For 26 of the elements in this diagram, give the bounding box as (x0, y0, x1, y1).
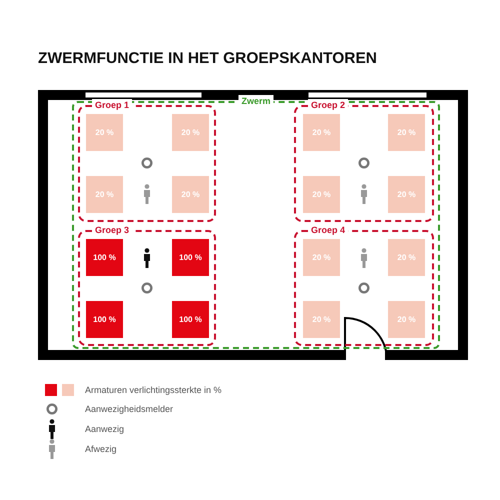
legend-label: Aanwezigheidsmelder (85, 403, 174, 415)
light-fixture: 100 % (86, 239, 123, 276)
light-fixture: 100 % (172, 239, 209, 276)
light-fixture: 20 % (86, 114, 123, 151)
light-fixture: 20 % (388, 301, 425, 338)
diagram-title: ZWERMFUNCTIE IN HET GROEPSKANTOREN (38, 50, 377, 68)
group-title: Groep 2 (308, 99, 348, 111)
light-fixture: 100 % (86, 301, 123, 338)
light-fixture: 20 % (172, 176, 209, 213)
light-fixture: 20 % (303, 239, 340, 276)
light-fixture: 20 % (303, 301, 340, 338)
light-fixture: 20 % (172, 114, 209, 151)
legend-label: Aanwezig (85, 423, 124, 435)
light-fixture: 20 % (303, 176, 340, 213)
light-fixture: 20 % (303, 114, 340, 151)
light-fixture: 20 % (388, 114, 425, 151)
group-title: Groep 3 (92, 224, 132, 236)
light-fixture: 100 % (172, 301, 209, 338)
legend-label: Armaturen verlichtingssterkte in % (85, 384, 222, 396)
group-title: Groep 4 (308, 224, 348, 236)
zone-title: Zwerm (238, 95, 274, 107)
legend-label: Afwezig (85, 443, 117, 455)
group-title: Groep 1 (92, 99, 132, 111)
light-fixture: 20 % (388, 176, 425, 213)
light-fixture: 20 % (86, 176, 123, 213)
light-fixture: 20 % (388, 239, 425, 276)
